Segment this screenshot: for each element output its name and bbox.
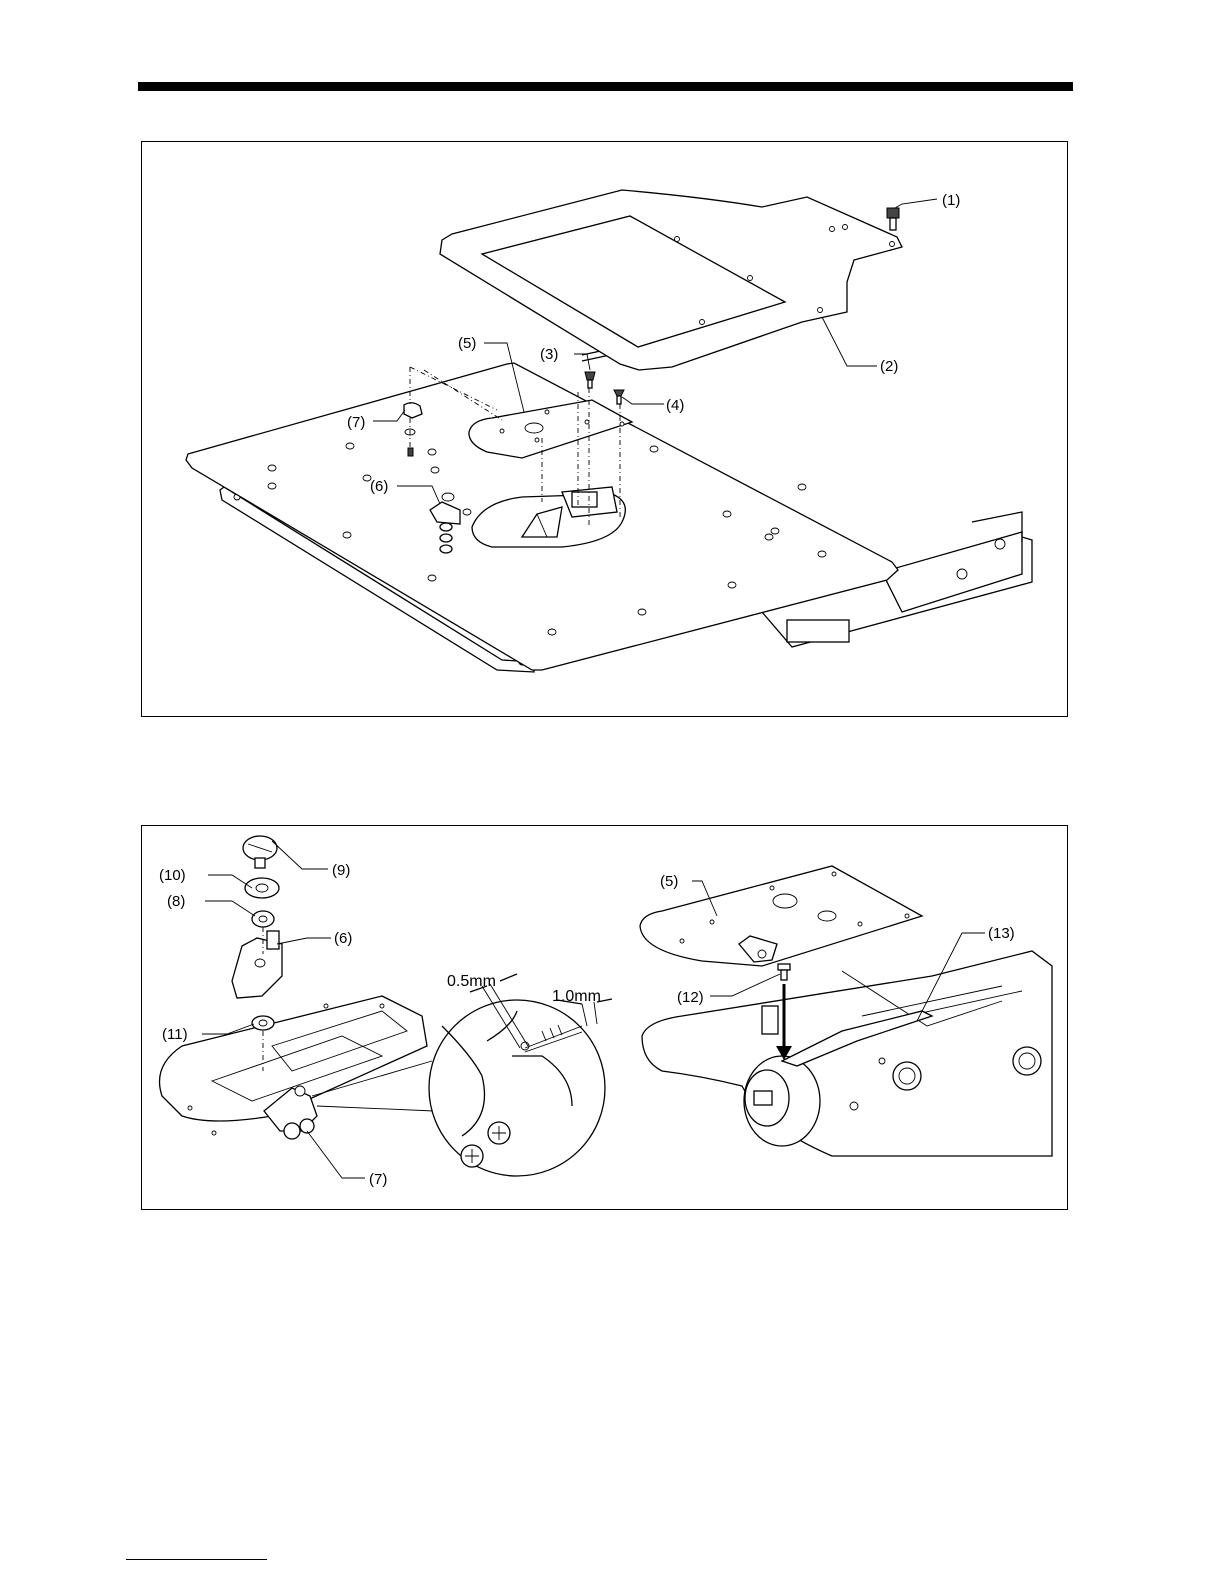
label-5: (5) — [458, 335, 476, 352]
label-13: (13) — [988, 925, 1015, 942]
label-6: (6) — [370, 478, 388, 495]
footer-rule — [126, 1559, 267, 1560]
movable-knife-6 — [232, 931, 282, 998]
label-6: (6) — [334, 930, 352, 947]
dimension-0-5mm: 0.5mm — [447, 973, 496, 990]
dimension-1-0mm: 1.0mm — [552, 988, 601, 1005]
figure-bottom-panel: 0.5mm 1.0mm — [141, 825, 1068, 1210]
cover-plate — [440, 190, 902, 370]
label-2: (2) — [880, 358, 898, 375]
bed-casting — [642, 951, 1052, 1156]
label-11: (11) — [162, 1026, 188, 1043]
label-7: (7) — [347, 414, 365, 431]
label-1: (1) — [942, 192, 960, 209]
figure-top-panel: (1) (2) (3) (4) (5) (6) (7) — [141, 141, 1068, 717]
label-10: (10) — [159, 867, 186, 884]
label-12: (12) — [677, 989, 704, 1006]
exploded-view-table-assembly: (1) (2) (3) (4) (5) (6) (7) — [142, 142, 1067, 716]
label-9: (9) — [332, 862, 350, 879]
label-7: (7) — [369, 1171, 387, 1188]
screw-1 — [887, 208, 899, 230]
screw-3 — [585, 372, 595, 388]
needle-plate-5-right — [640, 866, 922, 966]
screw-9 — [243, 836, 277, 868]
label-4: (4) — [666, 397, 684, 414]
label-8: (8) — [167, 893, 185, 910]
label-5: (5) — [660, 873, 678, 890]
label-3: (3) — [540, 346, 558, 363]
header-rule — [138, 82, 1073, 91]
knife-adjustment-diagram: 0.5mm 1.0mm — [142, 826, 1067, 1209]
screw-12 — [778, 964, 790, 980]
